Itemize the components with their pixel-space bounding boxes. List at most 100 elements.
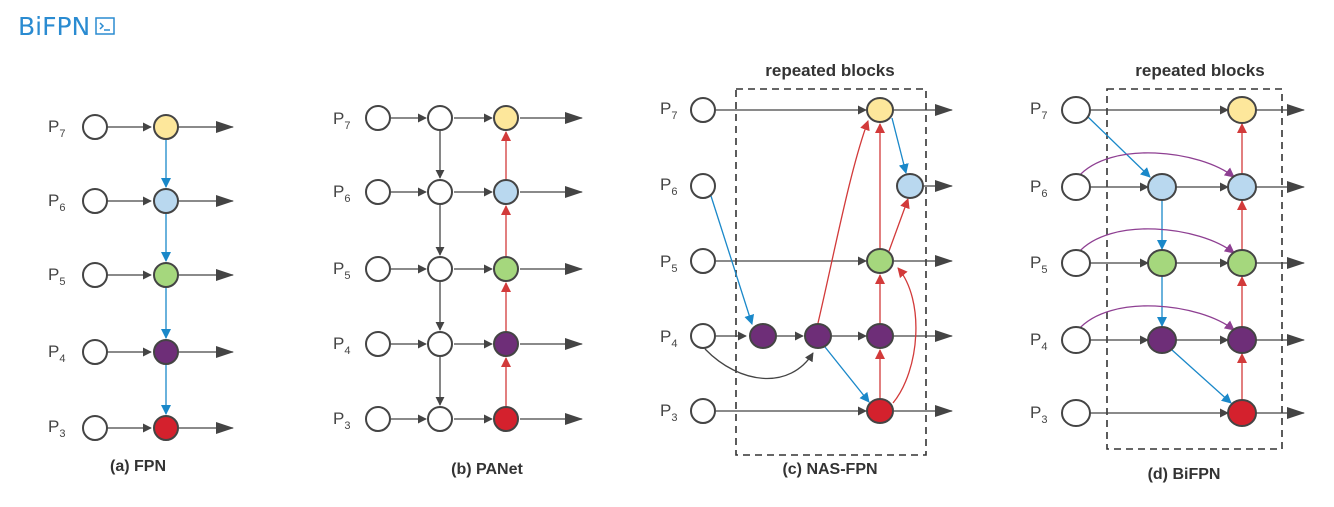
feature-node-purple xyxy=(153,339,179,365)
edges-gray xyxy=(391,112,583,425)
edge xyxy=(1077,152,1235,178)
edges-topdown xyxy=(1087,116,1232,404)
input-node xyxy=(365,105,391,131)
intermediate-node xyxy=(427,105,453,131)
edges-skip xyxy=(1077,152,1235,331)
feature-node-red xyxy=(493,406,519,432)
input-node xyxy=(690,97,716,123)
feature-node-blue xyxy=(1227,173,1257,201)
feature-node-blue xyxy=(1147,173,1177,201)
panel-bifpn: repeated blocks P7 P6 P5 P4 P3 xyxy=(1030,61,1305,483)
edge xyxy=(892,267,917,404)
level-label-p3: P3 xyxy=(1030,403,1047,426)
edge xyxy=(891,117,909,174)
input-node xyxy=(1061,96,1091,124)
terminal-icon[interactable] xyxy=(95,17,116,35)
edges-gray xyxy=(704,104,953,417)
feature-node-yellow xyxy=(866,97,894,123)
nodes xyxy=(82,114,179,441)
edges-red xyxy=(817,120,917,404)
level-label-p3: P3 xyxy=(48,417,65,440)
input-node xyxy=(1061,326,1091,354)
feature-node-purple xyxy=(493,331,519,357)
feature-node-yellow xyxy=(153,114,179,140)
repeated-blocks-label: repeated blocks xyxy=(765,61,894,80)
input-node xyxy=(82,415,108,441)
input-node xyxy=(365,179,391,205)
page-header: BiFPN xyxy=(18,8,116,44)
repeated-blocks-label: repeated blocks xyxy=(1135,61,1264,80)
edge xyxy=(888,198,910,252)
level-label-p6: P6 xyxy=(48,191,65,214)
feature-node-yellow xyxy=(1227,96,1257,124)
level-labels: P7 P6 P5 P4 P3 xyxy=(333,109,350,432)
panel-panet: P7 P6 P5 P4 P3 xyxy=(333,105,583,478)
feature-node-purple xyxy=(1227,326,1257,354)
edge xyxy=(1077,228,1235,254)
level-label-p4: P4 xyxy=(48,342,65,365)
edge xyxy=(704,348,814,380)
input-node xyxy=(690,323,716,349)
feature-node-blue xyxy=(153,188,179,214)
panel-fpn: P7 P6 P5 P4 P3 xyxy=(48,114,234,475)
feature-node-red xyxy=(1227,399,1257,427)
edge xyxy=(817,120,870,324)
caption-nasfpn: (c) NAS-FPN xyxy=(782,461,877,478)
level-labels: P7 P6 P5 P4 P3 xyxy=(1030,99,1047,426)
input-node xyxy=(365,331,391,357)
input-node xyxy=(1061,399,1091,427)
nodes xyxy=(365,105,519,432)
level-label-p5: P5 xyxy=(660,252,677,275)
input-node xyxy=(690,173,716,199)
input-node xyxy=(365,256,391,282)
edge xyxy=(1171,349,1232,404)
input-node xyxy=(365,406,391,432)
repeated-blocks-box xyxy=(735,88,927,456)
feature-node-purple xyxy=(804,323,832,349)
input-node xyxy=(1061,173,1091,201)
caption-panet: (b) PANet xyxy=(451,461,523,478)
input-node xyxy=(82,188,108,214)
edge xyxy=(1077,305,1235,331)
page-title: BiFPN xyxy=(18,11,91,41)
level-label-p3: P3 xyxy=(660,401,677,424)
level-labels: P7 P6 P5 P4 P3 xyxy=(48,117,65,440)
level-label-p3: P3 xyxy=(333,409,350,432)
level-label-p6: P6 xyxy=(660,175,677,198)
level-label-p6: P6 xyxy=(333,182,350,205)
intermediate-node xyxy=(427,179,453,205)
level-label-p5: P5 xyxy=(333,259,350,282)
level-labels: P7 P6 P5 P4 P3 xyxy=(660,99,677,424)
edges-gray xyxy=(1090,104,1305,419)
repeated-blocks-box xyxy=(1106,88,1283,450)
feature-node-purple xyxy=(749,323,777,349)
level-label-p4: P4 xyxy=(333,334,350,357)
edge xyxy=(824,346,870,403)
feature-node-purple xyxy=(866,323,894,349)
caption-fpn: (a) FPN xyxy=(110,458,166,475)
feature-node-green xyxy=(153,262,179,288)
intermediate-node xyxy=(427,331,453,357)
edge xyxy=(1087,116,1151,178)
input-node xyxy=(82,114,108,140)
panel-nasfpn: repeated blocks P7 P6 P5 P4 P3 xyxy=(660,61,953,478)
edge xyxy=(710,195,755,325)
nodes xyxy=(1061,96,1257,427)
level-label-p5: P5 xyxy=(1030,253,1047,276)
feature-node-blue xyxy=(896,173,924,199)
feature-node-yellow xyxy=(493,105,519,131)
feature-node-green xyxy=(493,256,519,282)
input-node xyxy=(690,398,716,424)
level-label-p5: P5 xyxy=(48,265,65,288)
level-label-p7: P7 xyxy=(333,109,350,132)
caption-bifpn: (d) BiFPN xyxy=(1148,466,1221,483)
feature-node-red xyxy=(153,415,179,441)
input-node xyxy=(82,339,108,365)
feature-node-green xyxy=(1147,249,1177,277)
feature-node-red xyxy=(866,398,894,424)
feature-node-purple xyxy=(1147,326,1177,354)
level-label-p7: P7 xyxy=(1030,99,1047,122)
intermediate-node xyxy=(427,406,453,432)
level-label-p4: P4 xyxy=(660,327,677,350)
input-node xyxy=(1061,249,1091,277)
